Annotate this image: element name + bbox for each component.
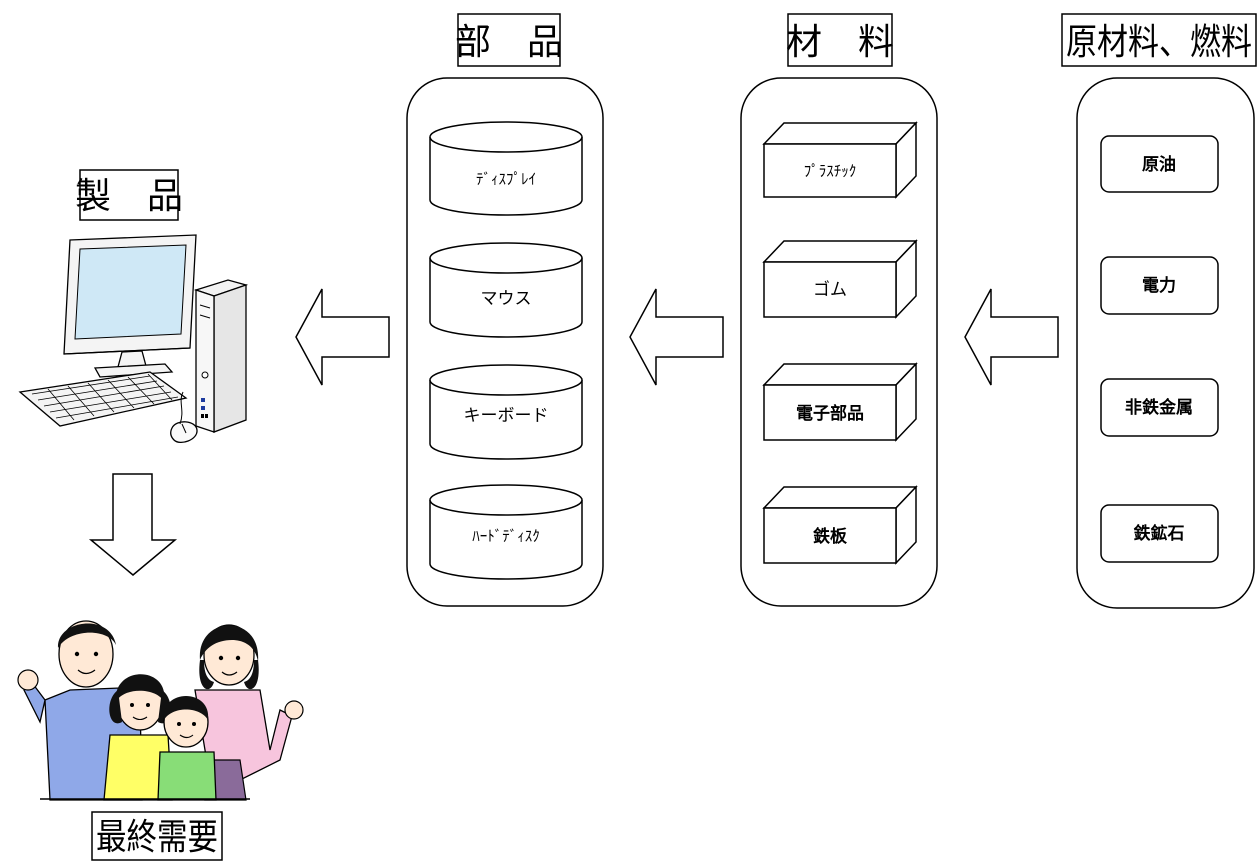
label-demand-text: 最終需要 bbox=[96, 817, 218, 858]
label-parts-text: 部 品 bbox=[455, 22, 563, 63]
material-steel-plate-label: 鉄板 bbox=[813, 526, 848, 547]
part-keyboard-label: キーボード bbox=[464, 406, 549, 426]
part-keyboard: キーボード bbox=[429, 364, 583, 460]
raw-crude-oil-label: 原油 bbox=[1142, 154, 1176, 175]
label-raw-materials: 原材料、燃料 bbox=[1061, 13, 1257, 67]
material-rubber: ゴム bbox=[762, 239, 918, 319]
raw-nonferrous-metal: 非鉄金属 bbox=[1100, 378, 1219, 437]
label-materials: 材 料 bbox=[786, 13, 894, 67]
raw-electricity-label: 電力 bbox=[1142, 275, 1176, 296]
material-rubber-label: ゴム bbox=[813, 279, 847, 300]
raw-iron-ore: 鉄鉱石 bbox=[1100, 504, 1219, 563]
part-hard-disk: ﾊｰﾄﾞﾃﾞｨｽｸ bbox=[429, 484, 583, 580]
label-parts: 部 品 bbox=[455, 13, 563, 67]
hollow-arrow-icon-raw-to-materials bbox=[964, 288, 1059, 386]
hollow-arrow-icon-materials-to-parts bbox=[629, 288, 724, 386]
label-final-demand: 最終需要 bbox=[91, 811, 223, 861]
raw-iron-ore-label: 鉄鉱石 bbox=[1134, 523, 1185, 544]
material-electronics: 電子部品 bbox=[762, 362, 918, 442]
label-product-text: 製 品 bbox=[75, 176, 183, 217]
part-hard-disk-label: ﾊｰﾄﾞﾃﾞｨｽｸ bbox=[472, 527, 540, 545]
part-mouse-label: マウス bbox=[481, 289, 532, 309]
material-plastic: ﾌﾟﾗｽﾁｯｸ bbox=[762, 121, 918, 199]
part-display: ﾃﾞｨｽﾌﾟﾚｲ bbox=[429, 121, 583, 216]
part-display-label: ﾃﾞｨｽﾌﾟﾚｲ bbox=[476, 170, 536, 188]
material-steel-plate: 鉄板 bbox=[762, 485, 918, 565]
hollow-arrow-icon-product-to-demand bbox=[88, 473, 178, 576]
label-materials-text: 材 料 bbox=[786, 22, 894, 63]
parts-panel bbox=[406, 77, 604, 607]
label-raw-text: 原材料、燃料 bbox=[1066, 22, 1252, 63]
part-mouse: マウス bbox=[429, 242, 583, 338]
family-icon bbox=[17, 620, 304, 801]
hollow-arrow-icon-parts-to-product bbox=[295, 288, 390, 386]
raw-nonferrous-metal-label: 非鉄金属 bbox=[1125, 397, 1193, 418]
raw-crude-oil: 原油 bbox=[1100, 135, 1219, 193]
raw-electricity: 電力 bbox=[1100, 256, 1219, 315]
label-product: 製 品 bbox=[75, 169, 183, 221]
raw-materials-panel bbox=[1076, 77, 1255, 609]
material-electronics-label: 電子部品 bbox=[796, 403, 864, 424]
materials-panel bbox=[740, 77, 938, 607]
material-plastic-label: ﾌﾟﾗｽﾁｯｸ bbox=[804, 162, 857, 180]
desktop-computer-icon bbox=[18, 234, 249, 444]
